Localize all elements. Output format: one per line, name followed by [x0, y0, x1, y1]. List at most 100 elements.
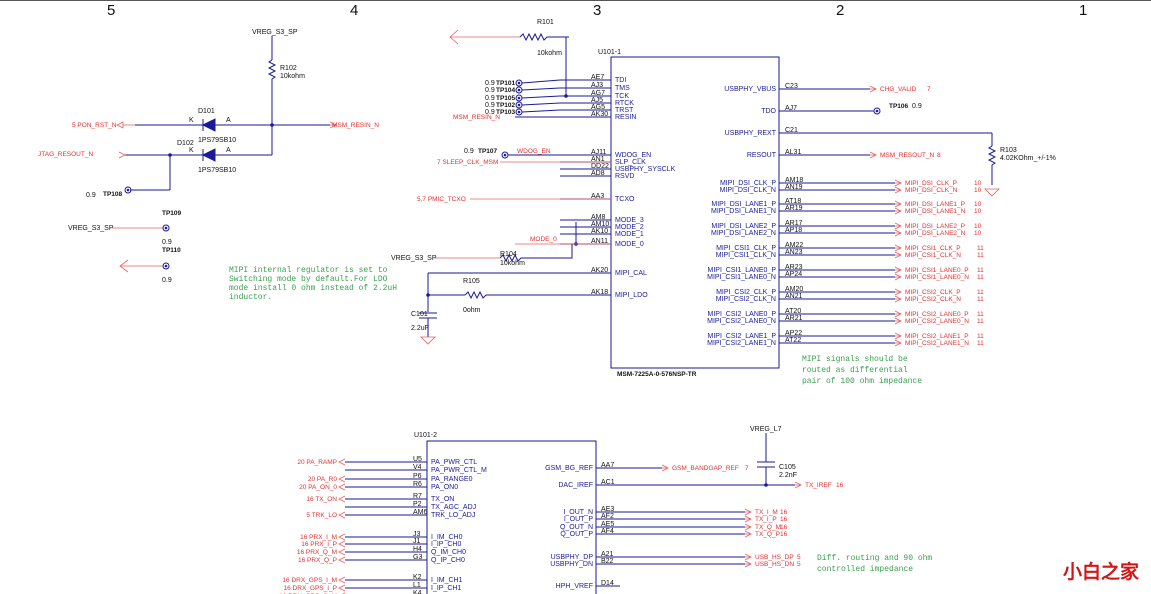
pin-number: AT22	[785, 337, 801, 344]
pin-number: AR17	[785, 220, 803, 227]
jtag-resout-net: JTAG_RESOUT_N	[38, 151, 93, 158]
pin-number: U5	[413, 456, 422, 463]
net-page: 5	[797, 554, 801, 561]
d101-part: 1PS79SB10	[198, 137, 236, 144]
net-name: 16 PRX_Q_M	[297, 549, 337, 556]
ground-symbol	[984, 188, 1000, 197]
pin-number: AJ7	[785, 105, 797, 112]
net-name: MIPI_DSI_LANE1_P	[905, 201, 965, 208]
test-point-value: 0.9	[485, 87, 495, 94]
pin-number: AP18	[785, 227, 802, 234]
net-name: 16 PRX_I_M	[300, 534, 337, 541]
pin-number: G3	[413, 554, 422, 561]
zone-label: 3	[593, 2, 601, 19]
net-page: 11	[977, 245, 984, 252]
net-name: TX_Q_P	[755, 531, 780, 538]
d102-k: K	[189, 147, 194, 154]
pin-number: V4	[413, 464, 422, 471]
pin-name: PA_ON0	[431, 484, 458, 491]
pin-name: TRK_LO_ADJ	[431, 512, 475, 519]
net-page: 16	[780, 524, 788, 531]
net-arrow	[894, 251, 902, 259]
pin-number: AN23	[785, 249, 803, 256]
net-page: 8	[937, 152, 941, 159]
net-name: MIPI_CSI1_CLK_P	[905, 245, 961, 252]
pin-name: MIPI_DSI_LANE2_P	[711, 223, 776, 230]
net-name: USB_HS_DN	[755, 561, 794, 568]
net-page: 10	[974, 187, 982, 194]
net-arrow	[338, 540, 346, 548]
r102-value: 10kohm	[280, 73, 305, 80]
vreg-s3-tp109: VREG_S3_SP	[68, 225, 114, 232]
pin-number: AJ5	[591, 97, 603, 104]
r101-value: 10kohm	[537, 50, 562, 57]
pin-name: USBPHY_REXT	[725, 130, 777, 137]
d102-diode	[201, 148, 216, 162]
pin-number: AT18	[785, 198, 801, 205]
pin-name: USBPHY_DN	[550, 561, 593, 568]
pin-name: Q_OUT_P	[560, 531, 593, 538]
ic1-ref: U101-1	[598, 49, 621, 56]
r105-value: 0ohm	[463, 307, 481, 314]
net-name: MIPI_CSI2_LANE0_N	[905, 318, 969, 325]
vreg-s3-label: VREG_S3_SP	[252, 29, 298, 36]
pin-name: MIPI_LDO	[615, 292, 648, 299]
mipi-diff-note: MIPI signals should be	[802, 355, 908, 364]
net-page: 7	[927, 86, 931, 93]
net-name: CHG_VALID	[880, 86, 917, 93]
pin-number: AF2	[601, 513, 614, 520]
net-arrow	[338, 483, 346, 491]
pin-number: AM20	[785, 286, 803, 293]
zone-label: 4	[350, 2, 358, 19]
pin-name: RTCK	[615, 100, 634, 107]
net-page: 10	[974, 223, 982, 230]
pin-name: MIPI_CSI2_LANE0_P	[708, 311, 777, 318]
pin-number: AR23	[785, 264, 803, 271]
net-arrow	[894, 207, 902, 215]
net-page: 11	[977, 289, 984, 296]
net-name: 20 PA_RAMP	[297, 459, 337, 466]
net-page: 16	[836, 482, 844, 489]
net-arrow	[894, 332, 902, 340]
net-arrow	[338, 495, 346, 503]
pin-name: MIPI_CSI2_CLK_P	[716, 289, 776, 296]
pin-name: USBPHY_VBUS	[724, 86, 776, 93]
wdog-en-net: WDOG_EN	[517, 148, 551, 155]
pin-number: AM18	[785, 177, 803, 184]
pin-number: AE7	[591, 74, 604, 81]
pin-name: GSM_BG_REF	[545, 465, 593, 472]
net-name: MIPI_CSI1_LANE0_P	[905, 267, 969, 274]
test-point-value: 0.9	[485, 95, 495, 102]
ic-u101-1-body	[610, 56, 780, 369]
pin-name: Q_IM_CH0	[431, 549, 466, 556]
mipi-diff-note: routed as differential	[802, 366, 908, 375]
pin-name: USBPHY_DP	[551, 554, 594, 561]
test-point-ref: TP103	[496, 109, 516, 116]
pin-name: USBPHY_SYSCLK	[615, 166, 676, 173]
d102-part: 1PS79SB10	[198, 167, 236, 174]
tp108-value: 0.9	[86, 192, 96, 199]
net-name: MIPI_CSI1_LANE0_N	[905, 274, 969, 281]
pin-name: Q_OUT_N	[560, 524, 593, 531]
net-page: 7	[745, 465, 749, 472]
pin-number: P6	[413, 473, 422, 480]
net-arrow	[338, 556, 346, 564]
pin-number: AM10	[591, 221, 609, 228]
net-name: 16 PRX_Q_P	[298, 557, 337, 564]
pin-number: J3	[413, 531, 421, 538]
net-page: 11	[977, 267, 984, 274]
mipi-reg-note: inductor.	[229, 293, 272, 302]
pin-name: MIPI_DSI_LANE1_P	[711, 201, 776, 208]
tp110-ref: TP110	[162, 247, 181, 254]
net-name: MIPI_CSI2_LANE1_P	[905, 333, 969, 340]
r103-resistor	[987, 145, 997, 185]
pin-number: AK10	[591, 228, 608, 235]
c105-value: 2.2nF	[779, 472, 797, 479]
pin-number: AK20	[591, 267, 608, 274]
tp107-value: 0.9	[464, 148, 474, 155]
pin-number: AR21	[785, 315, 803, 322]
net-page: 11	[977, 311, 984, 318]
